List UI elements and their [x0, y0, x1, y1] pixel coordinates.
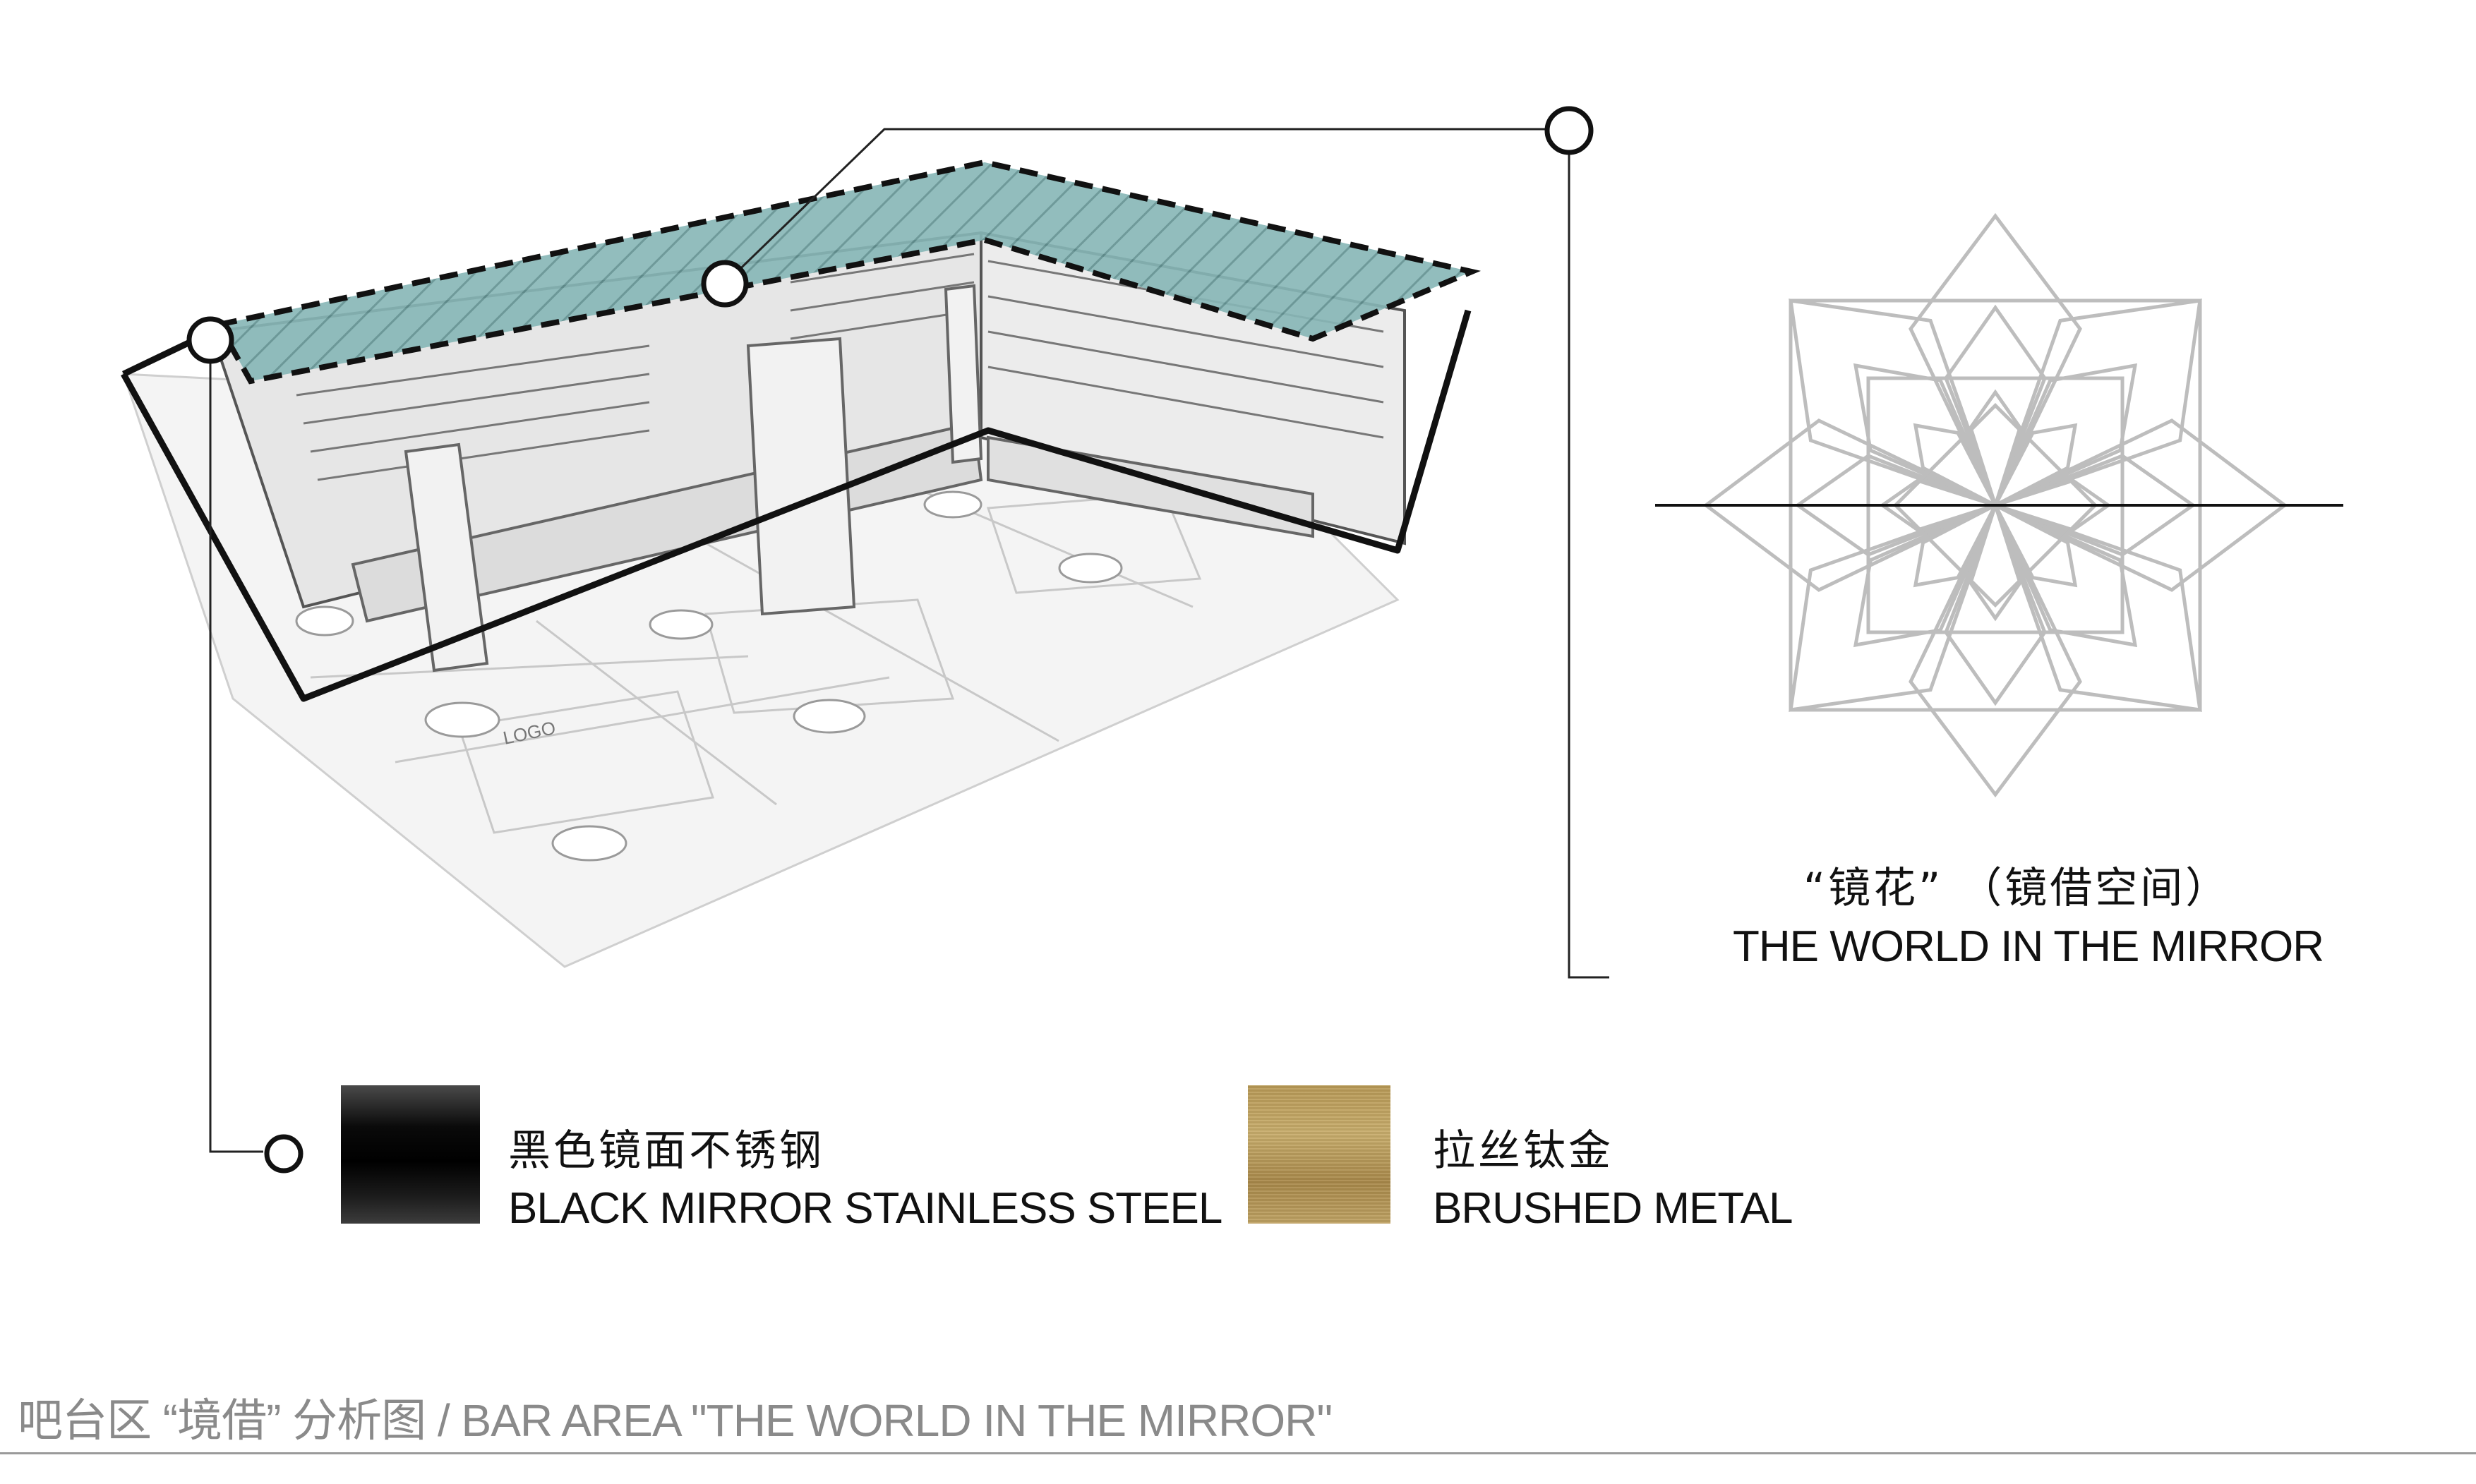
- concept-title-en: THE WORLD IN THE MIRROR: [1733, 922, 2324, 971]
- callout-marker-concept: [1544, 106, 1594, 155]
- material-name-cn: 拉丝钛金: [1433, 1126, 1613, 1176]
- callout-marker-ceiling: [701, 260, 749, 308]
- columns: [404, 284, 983, 672]
- material-name-cn: 黑色镜面不锈钢: [508, 1126, 824, 1176]
- material-swatch-brushed-metal: [1248, 1085, 1390, 1224]
- tables: [295, 490, 1123, 862]
- callout-lines: [209, 128, 1609, 1153]
- callout-marker-edge: [186, 316, 234, 364]
- bottle-shelves: [296, 253, 1384, 481]
- bar-counter-right: [987, 435, 1314, 538]
- material-swatch-black-mirror: [341, 1085, 480, 1224]
- callout-marker-material: [264, 1134, 304, 1174]
- material-name-en: BRUSHED METAL: [1433, 1184, 1793, 1233]
- mirror-ceiling-panel: [214, 159, 1482, 385]
- mirror-flower-icon: [1655, 212, 2343, 795]
- bar-outline: [121, 309, 1472, 702]
- caption-divider: [0, 1452, 2476, 1454]
- figure-caption: 吧台区 “境借” 分析图 / BAR AREA "THE WORLD IN TH…: [18, 1395, 1333, 1446]
- material-name-en: BLACK MIRROR STAINLESS STEEL: [508, 1184, 1222, 1233]
- concept-title-cn: “镜花” （镜借空间）: [1803, 864, 2231, 913]
